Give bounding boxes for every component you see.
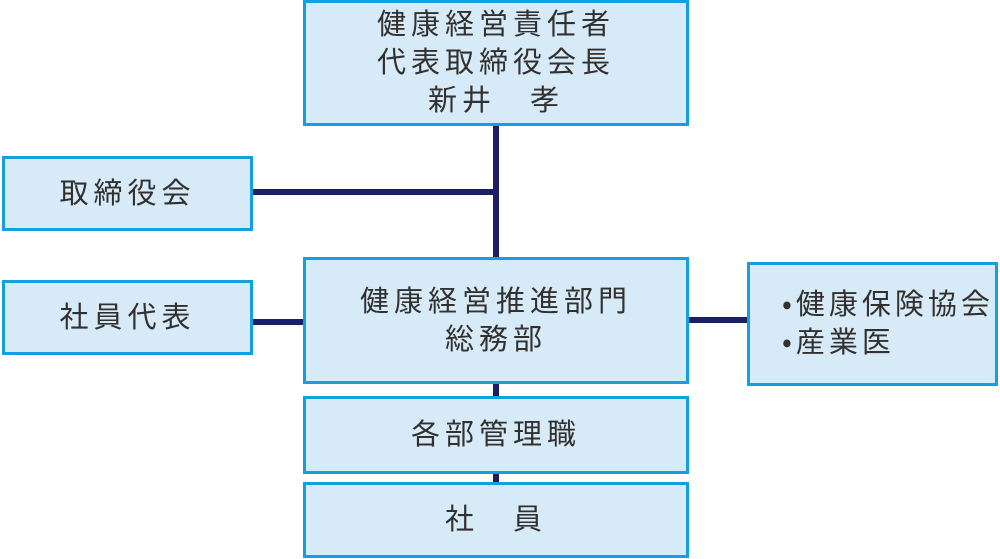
employees-box: 社 員 xyxy=(303,482,689,558)
department-managers-text: 各部管理職 xyxy=(410,419,581,451)
promotion-division-box: 健康経営推進部門 総務部 xyxy=(303,257,689,384)
connector-managers-to-staff-line xyxy=(493,468,499,486)
general-affairs-text: 総務部 xyxy=(444,323,547,356)
department-managers-box: 各部管理職 xyxy=(303,396,689,474)
employee-representative-text: 社員代表 xyxy=(59,301,196,334)
health-management-officer-box: 健康経営責任者 代表取締役会長 新井 孝 xyxy=(303,0,689,126)
board-of-directors-text: 取締役会 xyxy=(59,177,196,210)
officer-name-text: 新井 孝 xyxy=(427,85,564,117)
occupational-physician-text: ・産業医 xyxy=(782,327,895,359)
health-insurance-association-text: ・健康保険協会 xyxy=(782,289,994,321)
board-of-directors-box: 取締役会 xyxy=(2,156,253,231)
connector-promotion-to-external-line xyxy=(686,317,750,323)
external-partners-box: ・健康保険協会 ・産業医 xyxy=(747,262,998,386)
officer-role-text: 代表取締役会長 xyxy=(376,47,615,79)
officer-title-text: 健康経営責任者 xyxy=(376,9,615,41)
employees-text: 社 員 xyxy=(444,504,547,536)
connector-promotion-to-managers-line xyxy=(493,379,499,401)
employee-representative-box: 社員代表 xyxy=(2,280,253,355)
promotion-division-text: 健康経営推進部門 xyxy=(359,285,632,318)
connector-employee-rep-to-promotion-line xyxy=(250,319,306,325)
connector-board-to-trunk-line xyxy=(250,189,499,195)
